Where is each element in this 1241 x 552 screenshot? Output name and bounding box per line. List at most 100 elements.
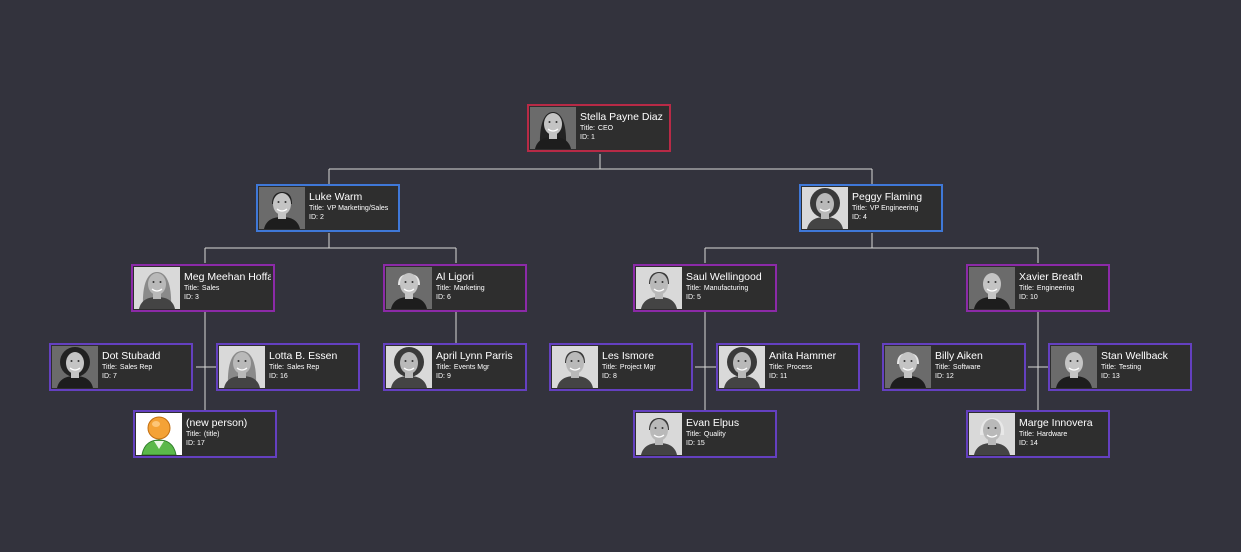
person-id-row: ID:16: [269, 372, 356, 381]
person-title-row: Title:VP Marketing/Sales: [309, 204, 396, 213]
person-title[interactable]: Hardware: [1036, 431, 1068, 438]
id-label: ID:: [269, 373, 278, 380]
person-title[interactable]: Software: [952, 364, 981, 371]
person-id-row: ID:10: [1019, 293, 1106, 302]
person-id-row: ID:8: [602, 372, 689, 381]
title-label: Title:: [436, 364, 451, 371]
person-name[interactable]: Evan Elpus: [686, 417, 740, 429]
person-title[interactable]: Marketing: [453, 285, 485, 292]
person-title[interactable]: CEO: [597, 125, 614, 132]
person-title-row: Title:Engineering: [1019, 284, 1106, 293]
person-id: 12: [945, 373, 954, 380]
person-title[interactable]: VP Marketing/Sales: [326, 205, 389, 212]
person-title[interactable]: (title): [203, 431, 220, 438]
person-title[interactable]: Sales Rep: [286, 364, 320, 371]
person-id: 1: [590, 134, 595, 141]
person-id-row: ID:11: [769, 372, 856, 381]
portrait-man-icon: [259, 187, 305, 229]
person-name[interactable]: Stella Payne Diaz: [580, 111, 663, 123]
person-name[interactable]: Al Ligori: [436, 271, 474, 283]
title-label: Title:: [186, 431, 201, 438]
person-name[interactable]: Luke Warm: [309, 191, 363, 203]
id-label: ID:: [1019, 294, 1028, 301]
person-name[interactable]: Meg Meehan Hoffa: [184, 271, 271, 283]
person-title[interactable]: Sales: [201, 285, 220, 292]
person-name[interactable]: Marge Innovera: [1019, 417, 1093, 429]
person-name[interactable]: Saul Wellingood: [686, 271, 762, 283]
id-label: ID:: [686, 294, 695, 301]
person-title[interactable]: Manufacturing: [703, 285, 749, 292]
person-title[interactable]: Process: [786, 364, 813, 371]
person-title-row: Title:Sales Rep: [102, 363, 189, 372]
person-id-row: ID:4: [852, 213, 939, 222]
person-id: 17: [196, 440, 205, 447]
person-title[interactable]: Quality: [703, 431, 726, 438]
portrait-woman-long-hair-icon: [219, 346, 265, 388]
title-label: Title:: [1019, 285, 1034, 292]
portrait-man-smiling-icon: [552, 346, 598, 388]
portrait-woman-curly-hair-icon: [802, 187, 848, 229]
person-title[interactable]: VP Engineering: [869, 205, 919, 212]
person-name[interactable]: Les Ismore: [602, 350, 654, 362]
person-id-row: ID:17: [186, 439, 273, 448]
person-name[interactable]: Peggy Flaming: [852, 191, 923, 203]
id-label: ID:: [436, 373, 445, 380]
person-name[interactable]: April Lynn Parris: [436, 350, 513, 362]
person-card[interactable]: (new person) Title:(title)ID:17: [133, 410, 277, 458]
title-label: Title:: [686, 431, 701, 438]
person-name[interactable]: Lotta B. Essen: [269, 350, 338, 362]
title-label: Title:: [686, 285, 701, 292]
person-id-row: ID:13: [1101, 372, 1188, 381]
person-title[interactable]: Testing: [1118, 364, 1142, 371]
person-title-row: Title:VP Engineering: [852, 204, 939, 213]
person-id: 7: [112, 373, 117, 380]
link-peggy-to-reports: [704, 233, 1039, 263]
person-title[interactable]: Project Mgr: [619, 364, 656, 371]
person-id: 11: [779, 373, 788, 380]
person-name[interactable]: Anita Hammer: [769, 350, 837, 362]
id-label: ID:: [1019, 440, 1028, 447]
person-id-row: ID:5: [686, 293, 773, 302]
person-title[interactable]: Engineering: [1036, 285, 1075, 292]
person-id-row: ID:3: [184, 293, 271, 302]
person-name[interactable]: (new person): [186, 417, 248, 429]
person-id: 2: [319, 214, 324, 221]
person-name[interactable]: Xavier Breath: [1019, 271, 1083, 283]
person-id: 3: [194, 294, 199, 301]
person-name[interactable]: Billy Aiken: [935, 350, 983, 362]
person-name[interactable]: Dot Stubadd: [102, 350, 161, 362]
title-label: Title:: [852, 205, 867, 212]
person-id-row: ID:2: [309, 213, 396, 222]
person-title-row: Title:Process: [769, 363, 856, 372]
person-name[interactable]: Stan Wellback: [1101, 350, 1168, 362]
person-title-row: Title:Testing: [1101, 363, 1188, 372]
person-title[interactable]: Sales Rep: [119, 364, 153, 371]
person-id-row: ID:14: [1019, 439, 1106, 448]
person-title[interactable]: Events Mgr: [453, 364, 490, 371]
